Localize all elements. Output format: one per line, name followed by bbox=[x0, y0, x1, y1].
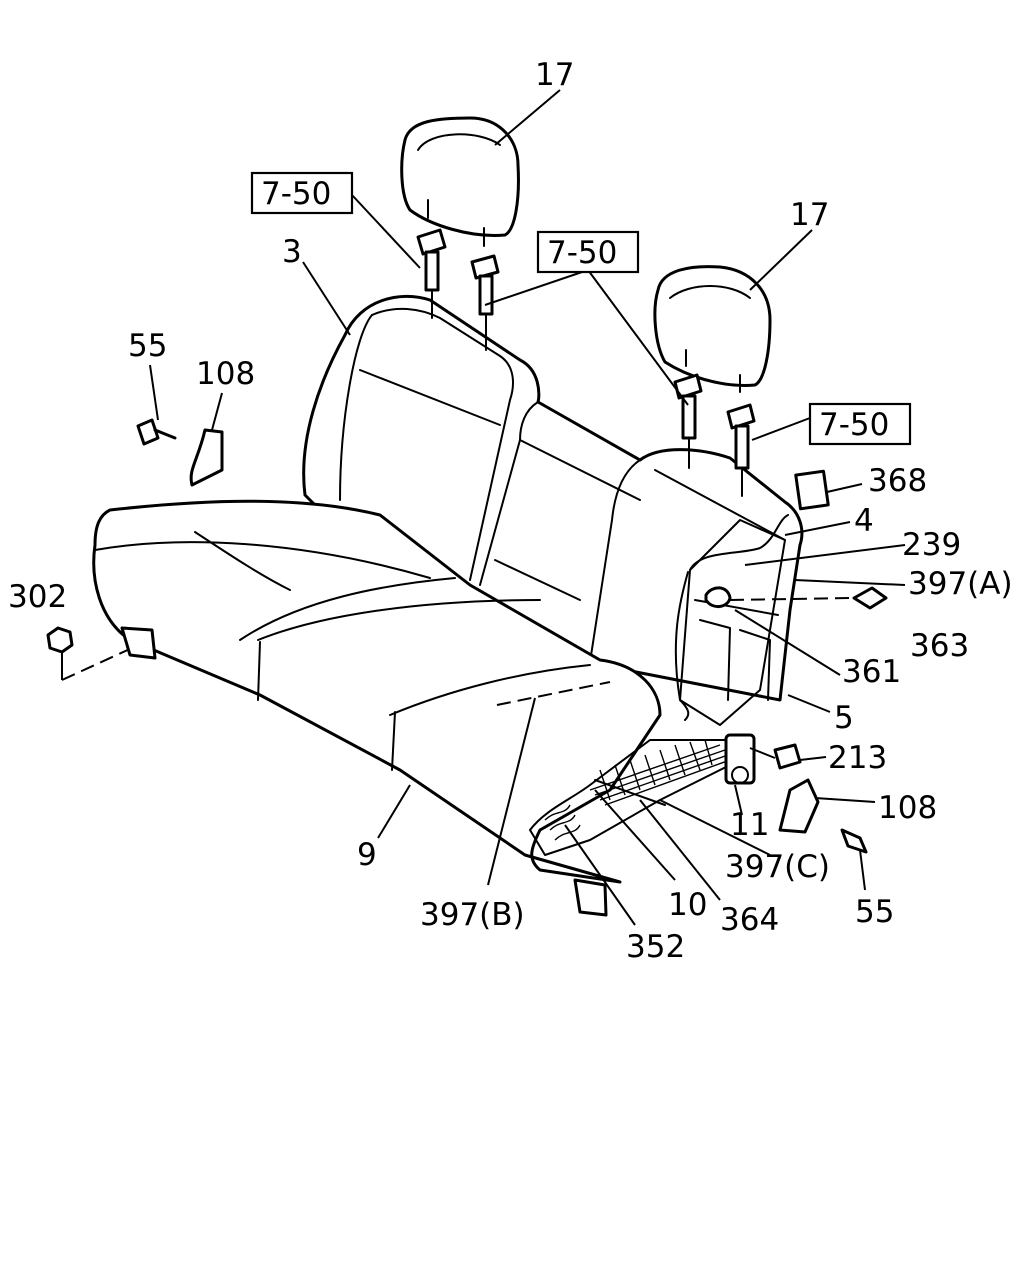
callout-bracket-left: 108 bbox=[196, 356, 255, 392]
cushion-bracket-left bbox=[120, 626, 157, 660]
seat-cushion bbox=[92, 499, 662, 884]
screw-right bbox=[840, 828, 868, 854]
callouts: 17 17 7-50 7-50 7-50 3 55 108 302 368 4 … bbox=[8, 57, 1013, 965]
callout-clip-397a: 397(A) bbox=[908, 566, 1013, 602]
bracket-left bbox=[189, 428, 224, 487]
callout-nut-302: 302 bbox=[8, 579, 67, 615]
hinge-11-body bbox=[724, 733, 756, 785]
callout-bolt-363: 363 bbox=[910, 628, 969, 664]
callout-spring-10: 10 bbox=[668, 887, 707, 923]
callout-ref-middle: 7-50 bbox=[536, 230, 640, 274]
bracket-right bbox=[778, 778, 820, 834]
spring-mat bbox=[529, 733, 756, 856]
bolt-363 bbox=[852, 586, 888, 610]
callout-bolt-361: 361 bbox=[842, 654, 901, 690]
seat-back bbox=[302, 294, 804, 702]
callout-spring-352: 352 bbox=[626, 929, 685, 965]
callout-frame-5: 5 bbox=[834, 700, 854, 736]
svg-text:7-50: 7-50 bbox=[261, 176, 331, 212]
callout-ref-right: 7-50 bbox=[808, 402, 912, 446]
callout-wire-239: 239 bbox=[902, 527, 961, 563]
leader-lines bbox=[149, 89, 906, 926]
callout-seat-back: 3 bbox=[282, 234, 302, 270]
callout-hinge-11: 11 bbox=[730, 807, 769, 843]
callout-clip-397c: 397(C) bbox=[725, 849, 830, 885]
plug-213 bbox=[773, 743, 802, 770]
callout-ref-left: 7-50 bbox=[250, 171, 354, 215]
hardware bbox=[46, 418, 888, 917]
callout-headrest-right: 17 bbox=[790, 197, 829, 233]
bolt-361 bbox=[704, 586, 732, 608]
svg-text:7-50: 7-50 bbox=[547, 235, 617, 271]
callout-screw-left: 55 bbox=[128, 328, 167, 364]
nut-302 bbox=[46, 626, 74, 654]
callout-plug-213: 213 bbox=[828, 740, 887, 776]
seat-frame bbox=[674, 514, 789, 726]
cover-368 bbox=[794, 469, 830, 511]
callout-frame-4: 4 bbox=[854, 503, 874, 539]
headrest-right bbox=[653, 265, 772, 393]
svg-text:7-50: 7-50 bbox=[819, 407, 889, 443]
screw-left bbox=[136, 418, 177, 446]
bar-364 bbox=[594, 779, 666, 806]
cushion-bracket-bottom bbox=[573, 878, 608, 917]
callout-cover-368: 368 bbox=[868, 463, 927, 499]
callout-screw-right: 55 bbox=[855, 894, 894, 930]
callout-clip-397b: 397(B) bbox=[420, 897, 525, 933]
callout-bar-364: 364 bbox=[720, 902, 779, 938]
headrest-guides bbox=[416, 228, 756, 497]
callout-headrest-left: 17 bbox=[535, 57, 574, 93]
callout-cushion-9: 9 bbox=[357, 837, 377, 873]
headrest-left bbox=[400, 116, 520, 247]
wire-239 bbox=[689, 514, 789, 571]
callout-bracket-right: 108 bbox=[878, 790, 937, 826]
